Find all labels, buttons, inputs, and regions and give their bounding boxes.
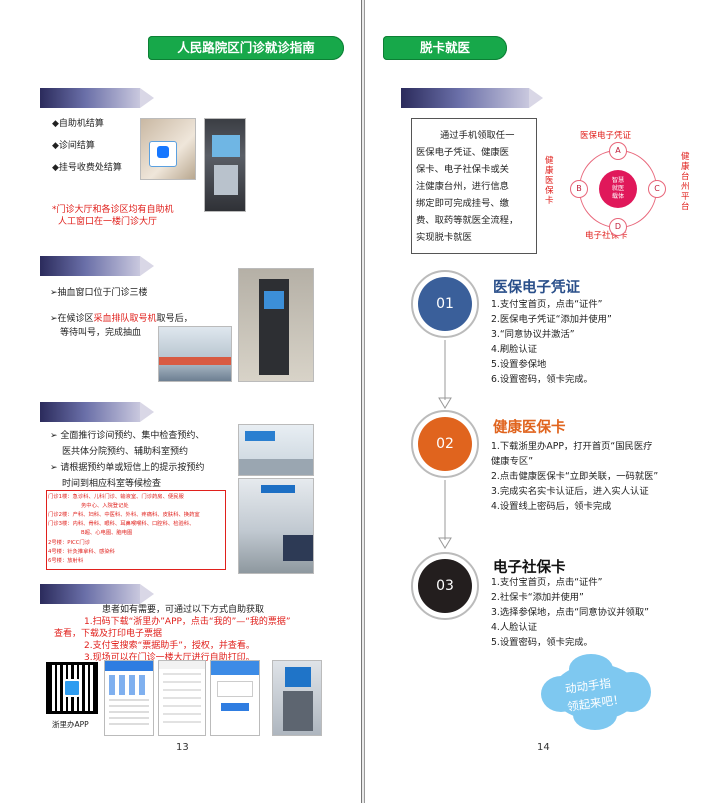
step-3-title: 电子社保卡 <box>493 560 566 576</box>
diagram-node-a: A <box>609 142 627 160</box>
payment-photo-hand <box>140 118 196 180</box>
section-tab-3 <box>40 402 154 422</box>
left-banner: 人民路院区门诊就诊指南 <box>148 36 344 60</box>
right-section-tab <box>401 88 543 108</box>
invoice-method-1a: 1.扫码下载“浙里办”APP，点击“我的”—“我的票据” <box>84 617 291 627</box>
invoice-method-1b: 查看，下载及打印电子票据 <box>54 629 163 639</box>
step-2-circle: 02 <box>411 410 479 478</box>
invoice-intro: 患者如有需要，可通过以下方式自助获取 <box>102 605 265 615</box>
diagram-bottom-label: 电子社保卡 <box>585 231 628 241</box>
right-banner: 脱卡就医 <box>383 36 507 60</box>
intro-box: 通过手机领取任一 医保电子凭证、健康医 保卡、电子社保卡或关 注健康台州，进行信… <box>411 118 537 254</box>
step-1-title: 医保电子凭证 <box>493 280 580 296</box>
print-kiosk-photo <box>272 660 322 736</box>
diagram-node-c: C <box>648 180 666 198</box>
flow-arrows <box>438 340 452 549</box>
appointment-line-3: ➢ 请根据预约单或短信上的提示按预约 <box>50 463 205 473</box>
payment-item-3: ◆挂号收费处结算 <box>52 163 122 173</box>
appointment-line-4: 时间到相应科室等候检查 <box>62 479 162 489</box>
floor-directory: 门诊1楼：急诊科、儿科门诊、输液室、门诊药房、便民服 务中心、入院登记处 门诊2… <box>46 490 226 570</box>
waiting-area-photo <box>158 326 232 382</box>
kiosk-note-1: *门诊大厅和各诊区均有自助机 <box>52 205 174 215</box>
blood-draw-location: ➢抽血窗口位于门诊三楼 <box>50 288 148 298</box>
diagram-top-label: 医保电子凭证 <box>580 131 632 141</box>
cloud-bubble: 动动手指 领起来吧！ <box>539 652 651 732</box>
right-page-number: 14 <box>537 742 550 753</box>
department-counter-photo <box>238 424 314 476</box>
diagram-node-d: D <box>609 218 627 236</box>
queue-machine-photo <box>238 268 314 382</box>
invoice-method-3: 3.现场可以在门诊一楼大厅进行自助打印。 <box>84 653 255 663</box>
left-page-number: 13 <box>176 742 189 753</box>
step-1-number: 01 <box>418 277 472 331</box>
self-service-kiosk-photo <box>204 118 246 212</box>
step-1-circle: 01 <box>411 270 479 338</box>
diagram-right-label: 健康台州平台 <box>681 152 690 212</box>
alipay-card-icon <box>149 141 177 167</box>
step-3-circle: 03 <box>411 552 479 620</box>
diagram-center: 智慧 就医 载体 <box>599 170 637 208</box>
app-screenshot-1 <box>104 660 154 736</box>
step-2-number: 02 <box>418 417 472 471</box>
payment-item-2: ◆诊间结算 <box>52 141 95 151</box>
queue-machine-text: 采血排队取号机 <box>93 314 157 324</box>
app-screenshot-2 <box>158 660 206 736</box>
app-screenshot-3 <box>210 660 260 736</box>
kiosk-note-2: 人工窗口在一楼门诊大厅 <box>58 217 158 227</box>
carrier-diagram: 医保电子凭证 电子社保卡 健康医保卡 健康台州平台 A B C D 智慧 就医 … <box>543 126 693 250</box>
qr-code-icon[interactable] <box>46 662 98 714</box>
right-page: 脱卡就医 通过手机领取任一 医保电子凭证、健康医 保卡、电子社保卡或关 注健康台… <box>364 0 726 803</box>
appointment-line-2: 医共体分院预约、辅助科室预约 <box>62 447 189 457</box>
diagram-left-label: 健康医保卡 <box>545 156 554 206</box>
invoice-method-2: 2.支付宝搜索“票据助手”，授权，并查看。 <box>84 641 255 651</box>
step-2-title: 健康医保卡 <box>493 420 566 436</box>
section-tab-4 <box>40 584 154 604</box>
section-tab-2 <box>40 256 154 276</box>
blood-draw-step: ➢在候诊区采血排队取号机取号后， <box>50 314 193 324</box>
appointment-line-1: ➢ 全面推行诊间预约、集中检查预约、 <box>50 431 205 441</box>
section-tab-1 <box>40 88 154 108</box>
step-3-number: 03 <box>418 559 472 613</box>
blood-draw-wait: 等待叫号，完成抽血 <box>60 328 142 338</box>
qr-caption: 浙里办APP <box>52 720 89 729</box>
diagram-node-b: B <box>570 180 588 198</box>
corridor-photo <box>238 478 314 574</box>
payment-item-1: ◆自助机结算 <box>52 119 104 129</box>
left-page: 人民路院区门诊就诊指南 ◆自助机结算 ◆诊间结算 ◆挂号收费处结算 *门诊大厅和… <box>0 0 362 803</box>
